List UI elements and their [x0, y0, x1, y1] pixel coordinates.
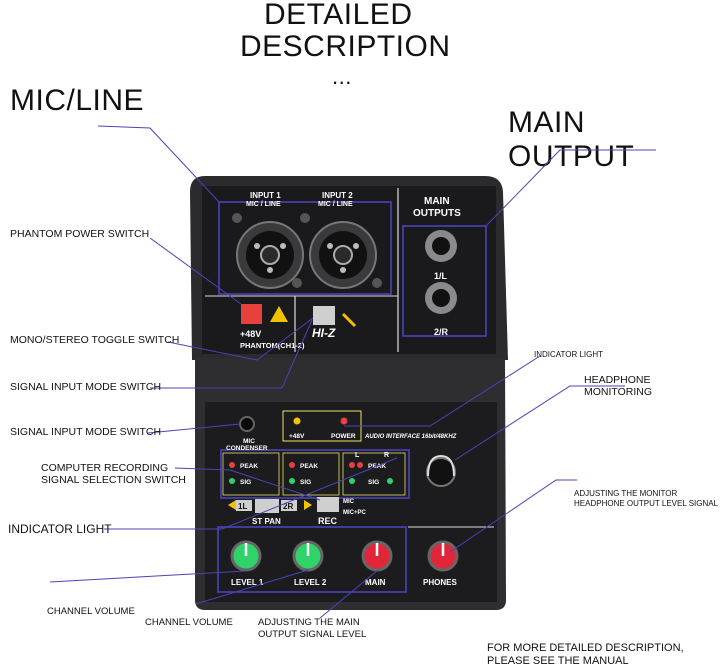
knob-phones	[427, 540, 459, 572]
callout-main-adj-2: OUTPUT SIGNAL LEVEL	[258, 629, 367, 640]
input1-jack	[236, 221, 304, 289]
hiz-button	[313, 306, 335, 325]
peak-label-1: PEAK	[240, 463, 258, 470]
l-tag: L	[355, 452, 360, 459]
led-power	[340, 417, 348, 425]
led-sig-r	[387, 478, 393, 484]
heading-detailed: DETAILED	[264, 0, 413, 31]
callout-computer-rec-2: SIGNAL SELECTION SWITCH	[41, 474, 186, 486]
knob-level2	[292, 540, 324, 572]
guitar-icon	[341, 312, 357, 328]
hiz-label: HI-Z	[312, 326, 336, 340]
led-power-label: POWER	[331, 433, 356, 440]
mic-condenser-b: CONDENSER	[226, 445, 268, 452]
led-peak-1	[229, 462, 235, 468]
callout-mic-line: MIC/LINE	[10, 84, 145, 117]
out-2r-label: 2/R	[434, 327, 449, 337]
callout-indicator-top: INDICATOR LIGHT	[534, 350, 604, 359]
phantom-label: PHANTOM(CH1-2)	[240, 341, 305, 350]
led-48v-label: +48V	[289, 433, 305, 440]
led-sig-2	[289, 478, 295, 484]
interface-text: AUDIO INTERFACE 16bit/48KHZ	[364, 434, 457, 440]
input1-label-b: MIC / LINE	[246, 201, 281, 208]
footer-line2: PLEASE SEE THE MANUAL	[487, 655, 629, 667]
rec-mic-label: MIC	[343, 499, 355, 505]
r-tag: R	[384, 452, 389, 459]
input2-jack	[309, 221, 377, 289]
knob-level2-label: LEVEL 2	[294, 578, 327, 587]
phantom-button	[241, 304, 262, 324]
st-pan-label: ST PAN	[252, 517, 281, 526]
mic-condenser-a: MIC	[243, 438, 255, 445]
peak-label-2: PEAK	[300, 463, 318, 470]
sig-label-1: SIG	[240, 479, 251, 486]
callout-main-output: MAIN OUTPUT	[508, 106, 635, 173]
led-peak-r	[357, 462, 363, 468]
callout-channel-vol-2: CHANNEL VOLUME	[145, 617, 233, 628]
headphone-jack	[426, 457, 456, 487]
leader-lines	[49, 125, 656, 619]
plus48v-label: +48V	[240, 329, 261, 339]
callout-monitor-adj-2: HEADPHONE OUTPUT LEVEL SIGNAL	[574, 499, 719, 508]
heading-ellipsis: ...	[332, 64, 352, 89]
main-outputs-label-b: OUTPUTS	[413, 208, 461, 219]
callout-signal-mode-2: SIGNAL INPUT MODE SWITCH	[10, 426, 162, 438]
callout-indicator-left: INDICATOR LIGHT	[8, 522, 112, 536]
callout-computer-rec-1: COMPUTER RECORDING	[41, 462, 169, 474]
output-1l-jack	[425, 230, 457, 262]
knob-level1	[230, 540, 262, 572]
callout-signal-mode-1: SIGNAL INPUT MODE SWITCH	[10, 381, 162, 393]
rec-switch	[317, 497, 339, 512]
knob-main-label: MAIN	[365, 578, 386, 587]
led-sig-1	[229, 478, 235, 484]
callout-monitor-adj-1: ADJUSTING THE MONITOR	[574, 489, 678, 498]
sig-label-2: SIG	[300, 479, 311, 486]
main-outputs-label-a: MAIN	[424, 196, 450, 207]
input1-label-a: INPUT 1	[250, 191, 281, 200]
led-peak-2	[289, 462, 295, 468]
warning-icon	[270, 306, 288, 322]
knob-phones-label: PHONES	[423, 578, 457, 587]
input2-label-b: MIC / LINE	[318, 201, 353, 208]
led-48v	[293, 417, 301, 425]
knob-main	[361, 540, 393, 572]
out-1l-label: 1/L	[434, 271, 448, 281]
led-sig-l	[349, 478, 355, 484]
callout-channel-vol-1: CHANNEL VOLUME	[47, 606, 135, 617]
headphone-icon	[427, 454, 455, 477]
rec-label: REC	[318, 516, 338, 526]
callout-headphone-monitoring: HEADPHONE MONITORING	[584, 374, 653, 398]
pan-2r-label: 2R	[283, 502, 293, 511]
heading-description: DESCRIPTION	[240, 30, 451, 63]
pan-1l-label: 1L	[238, 502, 247, 511]
st-pan-switch	[255, 499, 279, 513]
output-2r-jack	[425, 282, 457, 314]
rec-micpc-label: MIC+PC	[343, 510, 367, 516]
input2-label-a: INPUT 2	[322, 191, 353, 200]
callout-mono-stereo: MONO/STEREO TOGGLE SWITCH	[10, 334, 180, 346]
knob-level1-label: LEVEL 1	[231, 578, 264, 587]
callout-main-adj-1: ADJUSTING THE MAIN	[258, 617, 360, 628]
mic-condenser-switch	[239, 416, 255, 432]
callout-phantom-switch: PHANTOM POWER SWITCH	[10, 228, 150, 240]
footer-line1: FOR MORE DETAILED DESCRIPTION,	[487, 642, 684, 654]
sig-label-lr: SIG	[368, 479, 379, 486]
led-peak-l	[349, 462, 355, 468]
